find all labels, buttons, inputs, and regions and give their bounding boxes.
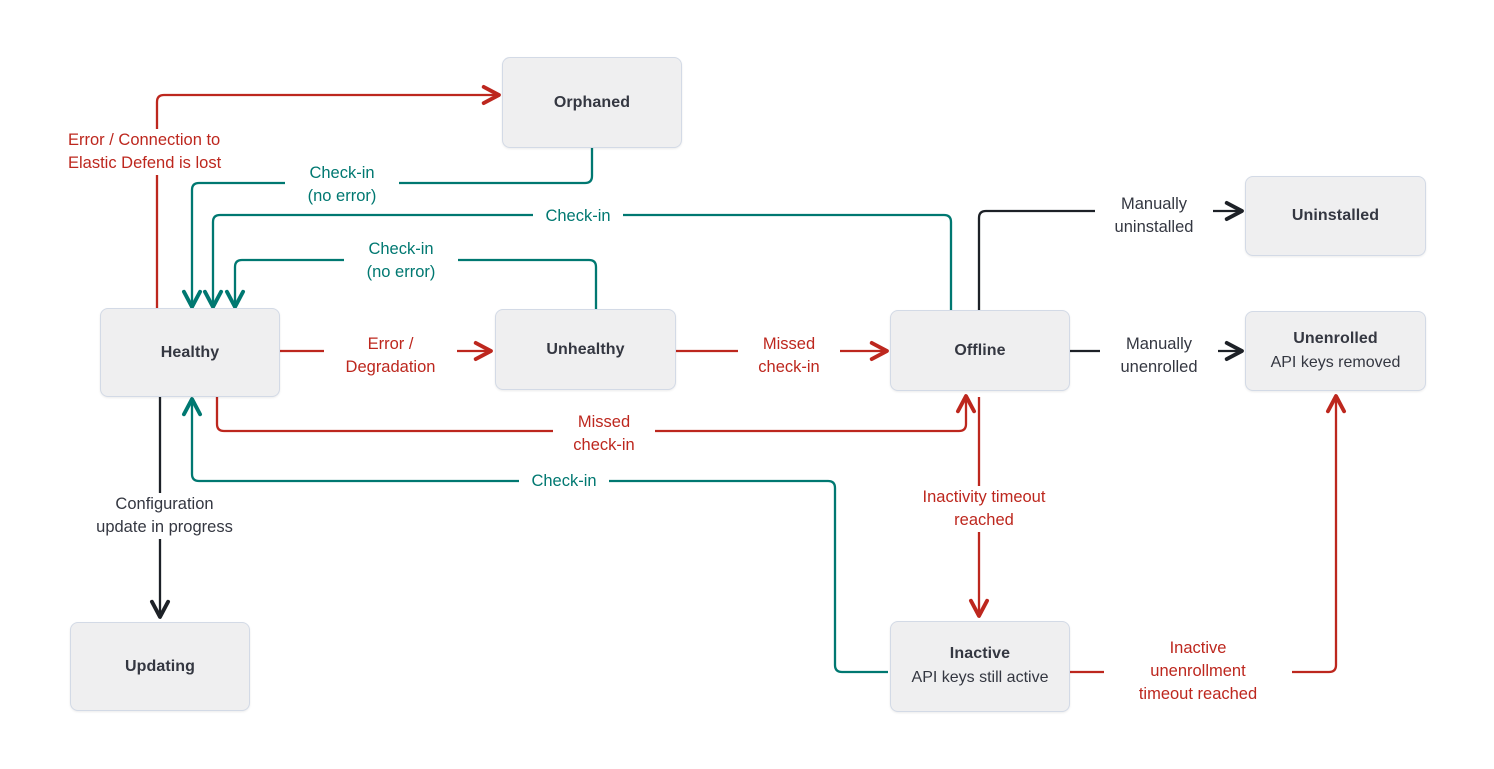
- node-updating-title: Updating: [124, 657, 196, 675]
- edge-label-config-update: Configuration update in progress: [68, 493, 261, 539]
- edge-label-manually-unenrolled: Manually unenrolled: [1100, 333, 1218, 379]
- node-offline-title: Offline: [954, 341, 1006, 359]
- edge-offline-to-uninstalled: [977, 200, 1244, 311]
- edge-label-error-connection-lost: Error / Connection to Elastic Defend is …: [64, 129, 272, 175]
- edge-healthy-to-orphaned: [155, 84, 501, 312]
- node-offline[interactable]: Offline: [890, 310, 1070, 391]
- edge-label-inactivity-timeout: Inactivity timeout reached: [890, 486, 1078, 532]
- node-inactive[interactable]: Inactive API keys still active: [890, 621, 1070, 712]
- node-inactive-title: Inactive: [949, 645, 1011, 663]
- node-orphaned[interactable]: Orphaned: [502, 57, 682, 148]
- node-healthy-title: Healthy: [160, 343, 220, 361]
- edge-label-missed-checkin-unhealthy: Missed check-in: [738, 333, 840, 379]
- node-unhealthy[interactable]: Unhealthy: [495, 309, 676, 390]
- edge-label-checkin-no-error-top: Check-in (no error): [285, 162, 399, 208]
- node-updating[interactable]: Updating: [70, 622, 250, 711]
- edge-inactive-to-unenrolled: [1070, 394, 1347, 674]
- edge-label-checkin-offline-healthy: Check-in: [533, 205, 623, 228]
- node-uninstalled-title: Uninstalled: [1291, 207, 1380, 224]
- node-inactive-subtitle: API keys still active: [911, 669, 1049, 687]
- node-uninstalled[interactable]: Uninstalled: [1245, 176, 1426, 256]
- node-unenrolled-subtitle: API keys removed: [1270, 353, 1401, 371]
- node-unenrolled[interactable]: Unenrolled API keys removed: [1245, 311, 1426, 391]
- node-unhealthy-title: Unhealthy: [546, 340, 625, 358]
- edge-label-missed-checkin-healthy: Missed check-in: [553, 411, 655, 457]
- node-orphaned-title: Orphaned: [553, 93, 631, 111]
- edge-offline-to-healthy: [202, 213, 953, 311]
- edge-label-checkin-no-error-mid: Check-in (no error): [344, 238, 458, 284]
- edge-inactive-to-healthy: [181, 397, 888, 674]
- edge-label-checkin-inactive-healthy: Check-in: [519, 470, 609, 493]
- edge-label-manually-uninstalled: Manually uninstalled: [1095, 193, 1213, 239]
- node-unenrolled-title: Unenrolled: [1293, 329, 1378, 347]
- node-healthy[interactable]: Healthy: [100, 308, 280, 397]
- edge-label-error-degradation: Error / Degradation: [324, 333, 457, 379]
- edge-label-inactive-unenrollment: Inactive unenrollment timeout reached: [1104, 637, 1292, 706]
